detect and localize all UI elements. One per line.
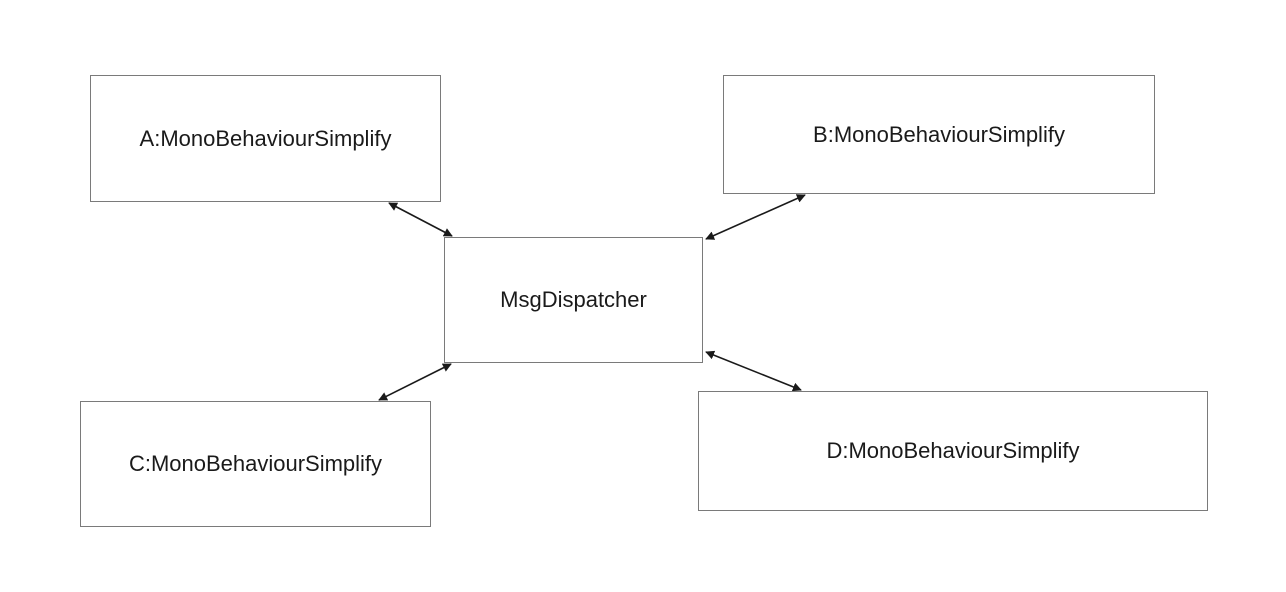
node-msg-dispatcher: MsgDispatcher [444, 237, 703, 363]
edge-b-center [705, 194, 806, 240]
node-a: A:MonoBehaviourSimplify [90, 75, 441, 202]
node-d-label: D:MonoBehaviourSimplify [826, 438, 1080, 463]
edge-d-center [705, 350, 802, 392]
node-c: C:MonoBehaviourSimplify [80, 401, 431, 527]
node-b-label: B:MonoBehaviourSimplify [813, 121, 1065, 147]
node-msg-dispatcher-label: MsgDispatcher [500, 287, 647, 312]
edge-c-center [378, 363, 452, 401]
node-b: B:MonoBehaviourSimplify [723, 75, 1155, 194]
node-d: D:MonoBehaviourSimplify [698, 391, 1208, 511]
node-c-label: C:MonoBehaviourSimplify [128, 451, 383, 476]
edge-a-center [388, 202, 453, 237]
node-a-label: A:MonoBehaviourSimplify [139, 125, 392, 151]
